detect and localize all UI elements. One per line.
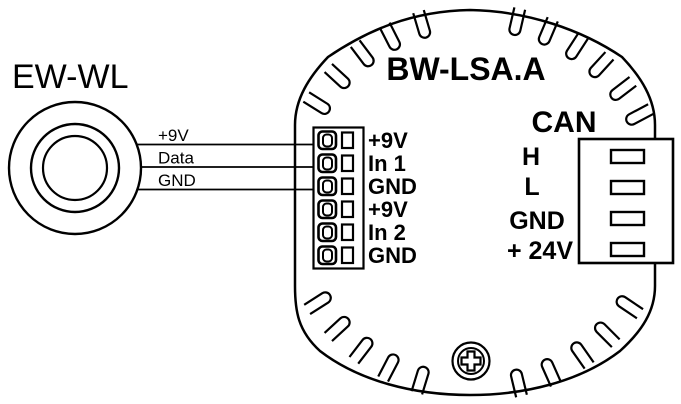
sensor-coil-inner-ring (41, 134, 109, 202)
device-outline (293, 8, 657, 397)
cooling-fin (323, 315, 351, 342)
cooling-fin (615, 295, 644, 320)
cooling-fin (302, 91, 332, 115)
cooling-fin (570, 341, 595, 370)
can-pin-label: H (522, 143, 540, 171)
terminal-block-body (312, 126, 365, 270)
terminal-wire-hole (322, 248, 333, 263)
can-connector-slot (609, 241, 646, 258)
terminal-pin-label: GND (368, 174, 417, 199)
can-title: CAN (532, 106, 597, 139)
cooling-fin (593, 321, 621, 348)
can-pin-label: + 24V (507, 237, 573, 265)
screw-inner-ring (457, 347, 485, 375)
cooling-fin (625, 103, 654, 126)
cooling-fin (609, 76, 637, 102)
terminal-pin-label: In 2 (368, 220, 406, 245)
can-connector-slot (609, 179, 646, 196)
cooling-fin (412, 9, 432, 39)
terminal-screw-slot (340, 246, 355, 265)
can-section: CAN HL GND+ 24V (507, 106, 675, 265)
cooling-fin (540, 358, 562, 387)
terminal-screw-slot (340, 177, 355, 196)
terminal-screw-slot (340, 154, 355, 173)
terminal-pin-label: +9V (368, 128, 408, 153)
can-pin-label: L (524, 173, 539, 201)
can-connector-slot (609, 148, 646, 165)
terminal-pin-label: GND (368, 243, 417, 268)
cooling-fin (508, 7, 527, 37)
sensor-coil: EW-WL (7, 58, 143, 236)
terminal-wire-hole (322, 156, 333, 171)
cooling-fin (565, 31, 589, 61)
terminal-wire-hole (322, 225, 333, 240)
sensor-label: EW-WL (12, 58, 128, 96)
screw-cross (460, 350, 482, 372)
cooling-fin (410, 365, 430, 395)
cooling-fin (349, 39, 375, 68)
terminal-screw-slot (340, 200, 355, 219)
can-pin-labels: HL GND+ 24V (507, 143, 573, 265)
terminal-screw-slot (340, 223, 355, 242)
terminal-screw-slot (340, 131, 355, 150)
can-connector-slots (609, 148, 646, 258)
cooling-fin (378, 22, 401, 51)
can-connector-slot (609, 210, 646, 227)
cooling-fin (509, 368, 528, 398)
terminal-wire-hole (322, 133, 333, 148)
cooling-fin (588, 51, 615, 79)
can-pin-label: GND (509, 207, 565, 235)
wire-label: GND (158, 171, 196, 190)
screw-icon (451, 341, 491, 381)
cooling-fin (377, 353, 400, 383)
device-title: BW-LSA.A (386, 51, 545, 87)
wire-label: +9V (158, 126, 189, 145)
wire-label: Data (158, 149, 194, 168)
sensor-coil-middle-ring (29, 122, 121, 214)
terminal-wire-hole (322, 202, 333, 217)
cooling-fins (302, 7, 654, 398)
terminal-pin-label: In 1 (368, 151, 406, 176)
cooling-fin (348, 336, 374, 365)
terminal-pin-label: +9V (368, 197, 408, 222)
cooling-fin (323, 63, 351, 90)
sensor-coil-outer-ring (7, 100, 143, 236)
cooling-fin (537, 16, 559, 46)
cooling-fin (303, 291, 332, 315)
terminal-wire-hole (322, 179, 333, 194)
screw-outer-ring (451, 341, 491, 381)
